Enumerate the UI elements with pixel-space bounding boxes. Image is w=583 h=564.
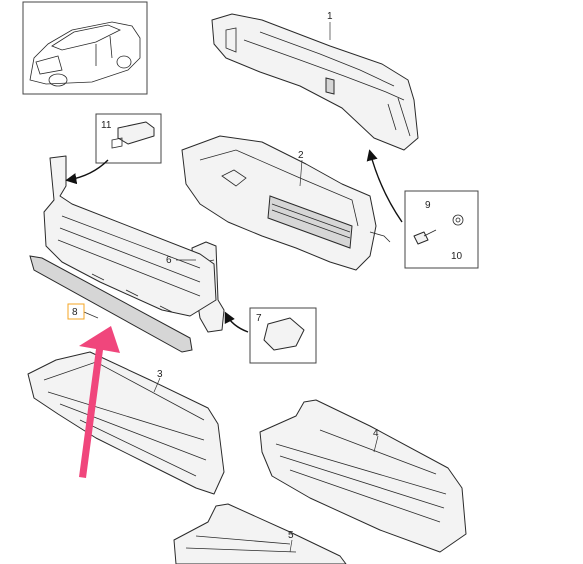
callout-6: 6: [166, 255, 172, 266]
callout-8: 8: [72, 307, 78, 318]
callout-1: 1: [327, 11, 333, 22]
part-5-lower-deflector: [173, 503, 347, 564]
callout-10: 10: [451, 251, 463, 262]
part-8-front-carrier: [29, 155, 217, 353]
callout-7: 7: [256, 313, 262, 324]
part-3-lower-deflector: [27, 351, 225, 495]
callout-5: 5: [288, 530, 294, 541]
callout-9: 9: [425, 200, 431, 211]
part-1-upper-panel: [211, 13, 419, 151]
part-11-box: [95, 113, 162, 164]
callout-4: 4: [373, 428, 379, 439]
callout-2: 2: [298, 150, 304, 161]
pointer-arrows: [65, 149, 403, 333]
part-4-lower-deflector: [259, 399, 467, 553]
callout-labels: 1 2 3 4 5 6 7 8 9 10 11: [72, 11, 463, 541]
callout-11: 11: [101, 120, 112, 131]
highlight-arrow: [79, 326, 120, 478]
part-9-10-box: [404, 190, 479, 269]
leader-lines: [83, 22, 379, 553]
highlight-box: [67, 303, 85, 320]
part-7-box: [249, 307, 317, 364]
part-2-radiator-frame: [181, 135, 391, 271]
vehicle-thumbnail: [22, 1, 148, 95]
callout-3: 3: [157, 369, 163, 380]
